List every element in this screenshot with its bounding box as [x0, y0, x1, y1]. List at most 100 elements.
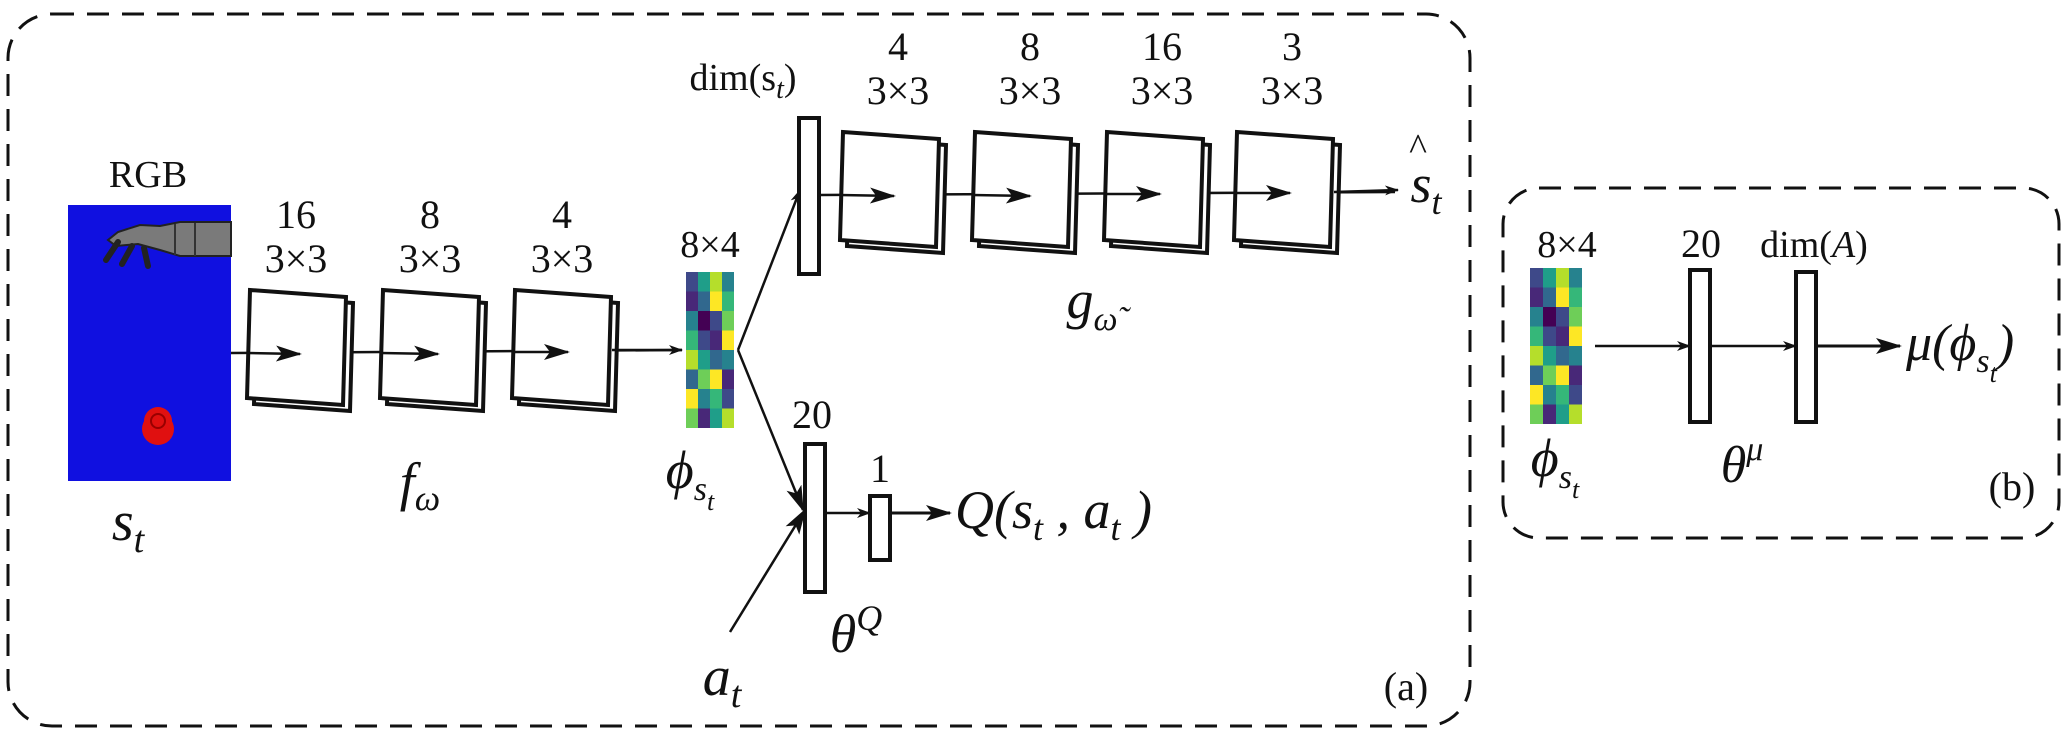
action-to-critic-arrow	[728, 508, 807, 633]
decoder-layer-3-filters: 16	[1142, 24, 1182, 69]
heatmap-cell	[722, 330, 734, 350]
latent-size-label: 8×4	[680, 224, 739, 266]
reconstruction-label: st	[1410, 154, 1442, 222]
heatmap-cell	[1543, 307, 1556, 327]
panel-b-latent-symbol: ϕst	[1531, 428, 1580, 504]
heatmap-cell	[710, 408, 722, 428]
heatmap-cell	[698, 330, 710, 350]
decoder-input-label: dim(st)	[690, 57, 797, 105]
heatmap-cell	[1530, 307, 1543, 327]
encoder-layer-1-kernel: 3×3	[265, 236, 328, 281]
heatmap-cell	[1543, 404, 1556, 424]
heatmap-cell	[710, 389, 722, 409]
critic-name: θQ	[830, 598, 883, 664]
heatmap-cell	[722, 389, 734, 409]
decoder-layer-2-kernel: 3×3	[999, 68, 1062, 113]
heatmap-cell	[1569, 365, 1582, 385]
decoder-layer-4: 3 3×3	[1231, 24, 1343, 256]
heatmap-cell	[1530, 365, 1543, 385]
heatmap-cell	[1543, 268, 1556, 288]
panel-a-border	[6, 12, 1472, 728]
heatmap-cell	[1569, 404, 1582, 424]
q-value-label: Q(st , at )	[955, 480, 1152, 548]
heatmap-cell	[1543, 287, 1556, 307]
decoder-layer-4-filters: 3	[1282, 24, 1302, 69]
heatmap-cell	[710, 350, 722, 370]
heatmap-cell	[698, 408, 710, 428]
actor-name: θμ	[1721, 431, 1764, 494]
critic-hidden-vector	[803, 442, 827, 594]
panel-b-border	[1501, 186, 2061, 540]
encoder-layer-3-filters: 4	[552, 192, 572, 237]
heatmap-cell	[686, 389, 698, 409]
heatmap-cell	[1556, 268, 1569, 288]
heatmap-cell	[722, 350, 734, 370]
heatmap-cell	[1530, 326, 1543, 346]
decoder-name: gω̃	[1066, 270, 1131, 338]
heatmap-cell	[722, 311, 734, 331]
latent-to-decoder-arrow	[736, 189, 802, 351]
encoder-name: fω	[400, 452, 440, 518]
robot-arm-image	[103, 221, 232, 269]
heatmap-cell	[686, 408, 698, 428]
decoder-input-vector	[797, 116, 821, 276]
target-object-image	[142, 407, 174, 445]
heatmap-cell	[698, 369, 710, 389]
critic-hidden-size: 20	[792, 392, 832, 437]
heatmap-cell	[686, 350, 698, 370]
heatmap-cell	[1569, 385, 1582, 405]
heatmap-cell	[722, 272, 734, 292]
heatmap-cell	[686, 311, 698, 331]
actor-output-vector	[1794, 270, 1818, 424]
encoder-layer-1-filters: 16	[276, 192, 316, 237]
heatmap-cell	[710, 369, 722, 389]
heatmap-cell	[698, 272, 710, 292]
decoder-layer-2-filters: 8	[1020, 24, 1040, 69]
panel-b-tag: (b)	[1989, 464, 2036, 509]
heatmap-cell	[1530, 268, 1543, 288]
heatmap-cell	[722, 291, 734, 311]
heatmap-cell	[1569, 268, 1582, 288]
heatmap-cell	[710, 291, 722, 311]
encoder-layer-1: 16 3×3	[244, 192, 356, 414]
rgb-caption: RGB	[109, 154, 187, 196]
decoder-layer-4-kernel: 3×3	[1261, 68, 1324, 113]
encoder-layer-2-filters: 8	[420, 192, 440, 237]
heatmap-cell	[1530, 404, 1543, 424]
heatmap-cell	[1530, 346, 1543, 366]
critic-output-vector	[868, 494, 892, 562]
heatmap-cell	[710, 311, 722, 331]
heatmap-cell	[710, 330, 722, 350]
heatmap-cell	[686, 272, 698, 292]
heatmap-cell	[1556, 346, 1569, 366]
action-label: at	[703, 646, 743, 716]
heatmap-cell	[1530, 287, 1543, 307]
heatmap-cell	[1569, 326, 1582, 346]
critic-output-size: 1	[870, 446, 890, 491]
panel-b-latent-heatmap	[1530, 268, 1582, 424]
heatmap-cell	[1530, 385, 1543, 405]
panel-b-latent-size: 8×4	[1537, 224, 1596, 266]
latent-to-critic-arrow	[736, 349, 805, 512]
heatmap-cell	[686, 291, 698, 311]
heatmap-cell	[698, 311, 710, 331]
latent-symbol: ϕst	[666, 440, 715, 516]
heatmap-cell	[1556, 404, 1569, 424]
decoder-layer-3: 16 3×3	[1101, 24, 1213, 256]
decoder-layer-3-kernel: 3×3	[1131, 68, 1194, 113]
panel-a-tag: (a)	[1384, 664, 1428, 709]
heatmap-cell	[1543, 346, 1556, 366]
heatmap-cell	[710, 272, 722, 292]
policy-label: μ(ϕst)	[1905, 315, 2014, 388]
input-image	[68, 205, 232, 481]
heatmap-cell	[686, 369, 698, 389]
actor-hidden-size: 20	[1681, 221, 1721, 266]
heatmap-cell	[1556, 307, 1569, 327]
heatmap-cell	[1569, 307, 1582, 327]
decoder-layer-1: 4 3×3	[837, 24, 949, 256]
heatmap-cell	[1569, 346, 1582, 366]
heatmap-cell	[1569, 287, 1582, 307]
encoder-layer-3: 4 3×3	[509, 192, 621, 414]
decoder-layer-2: 8 3×3	[969, 24, 1081, 256]
